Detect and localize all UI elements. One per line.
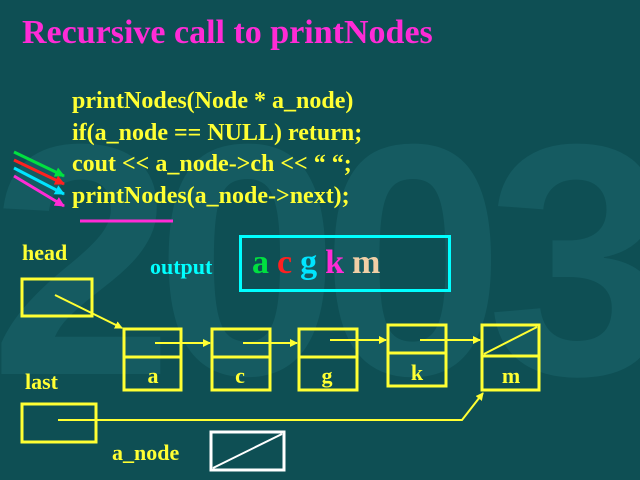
code-line-recursive-call: printNodes(a_node->next);	[72, 182, 350, 209]
pointer-arrow-magenta	[13, 174, 65, 208]
output-char: a	[252, 244, 269, 281]
output-char: m	[352, 244, 381, 281]
output-label: output	[150, 254, 213, 279]
a-node-pointer-box	[209, 430, 286, 472]
last-pointer-box	[20, 402, 98, 444]
list-node: a	[122, 327, 183, 392]
output-char: c	[277, 244, 293, 281]
pointer-arrow-green	[13, 150, 65, 178]
code-line-signature: printNodes(Node * a_node)	[72, 88, 354, 114]
head-arrow	[54, 294, 123, 329]
output-box	[239, 235, 451, 292]
node-label: c	[235, 363, 245, 388]
output-char: g	[300, 244, 318, 281]
code-line-cout: cout << a_node->ch << “ “;	[72, 151, 352, 177]
last-arrow	[58, 392, 484, 421]
node-label: m	[502, 363, 520, 388]
a-node-null-slash	[212, 433, 283, 469]
a-node-label: a_node	[112, 440, 180, 465]
node-label: g	[322, 363, 333, 388]
null-slash	[483, 326, 538, 355]
code-block: printNodes(Node * a_node) if(a_node == N…	[72, 86, 362, 212]
node-label: a	[148, 363, 159, 388]
last-label: last	[25, 369, 58, 394]
list-node: k	[386, 323, 448, 388]
watermark-2003: 2003	[0, 75, 640, 444]
head-label: head	[22, 240, 68, 265]
list-node: m	[480, 323, 541, 392]
pointer-arrow-red	[13, 158, 65, 186]
slide-title: Recursive call to printNodes	[22, 14, 433, 51]
code-line-null-check: if(a_node == NULL) return;	[72, 119, 363, 146]
node-label: k	[411, 360, 424, 385]
output-char: k	[325, 244, 345, 281]
pointer-arrow-cyan	[13, 166, 65, 196]
head-pointer-box	[20, 277, 94, 318]
list-node: c	[210, 327, 272, 392]
list-node: g	[297, 327, 359, 392]
